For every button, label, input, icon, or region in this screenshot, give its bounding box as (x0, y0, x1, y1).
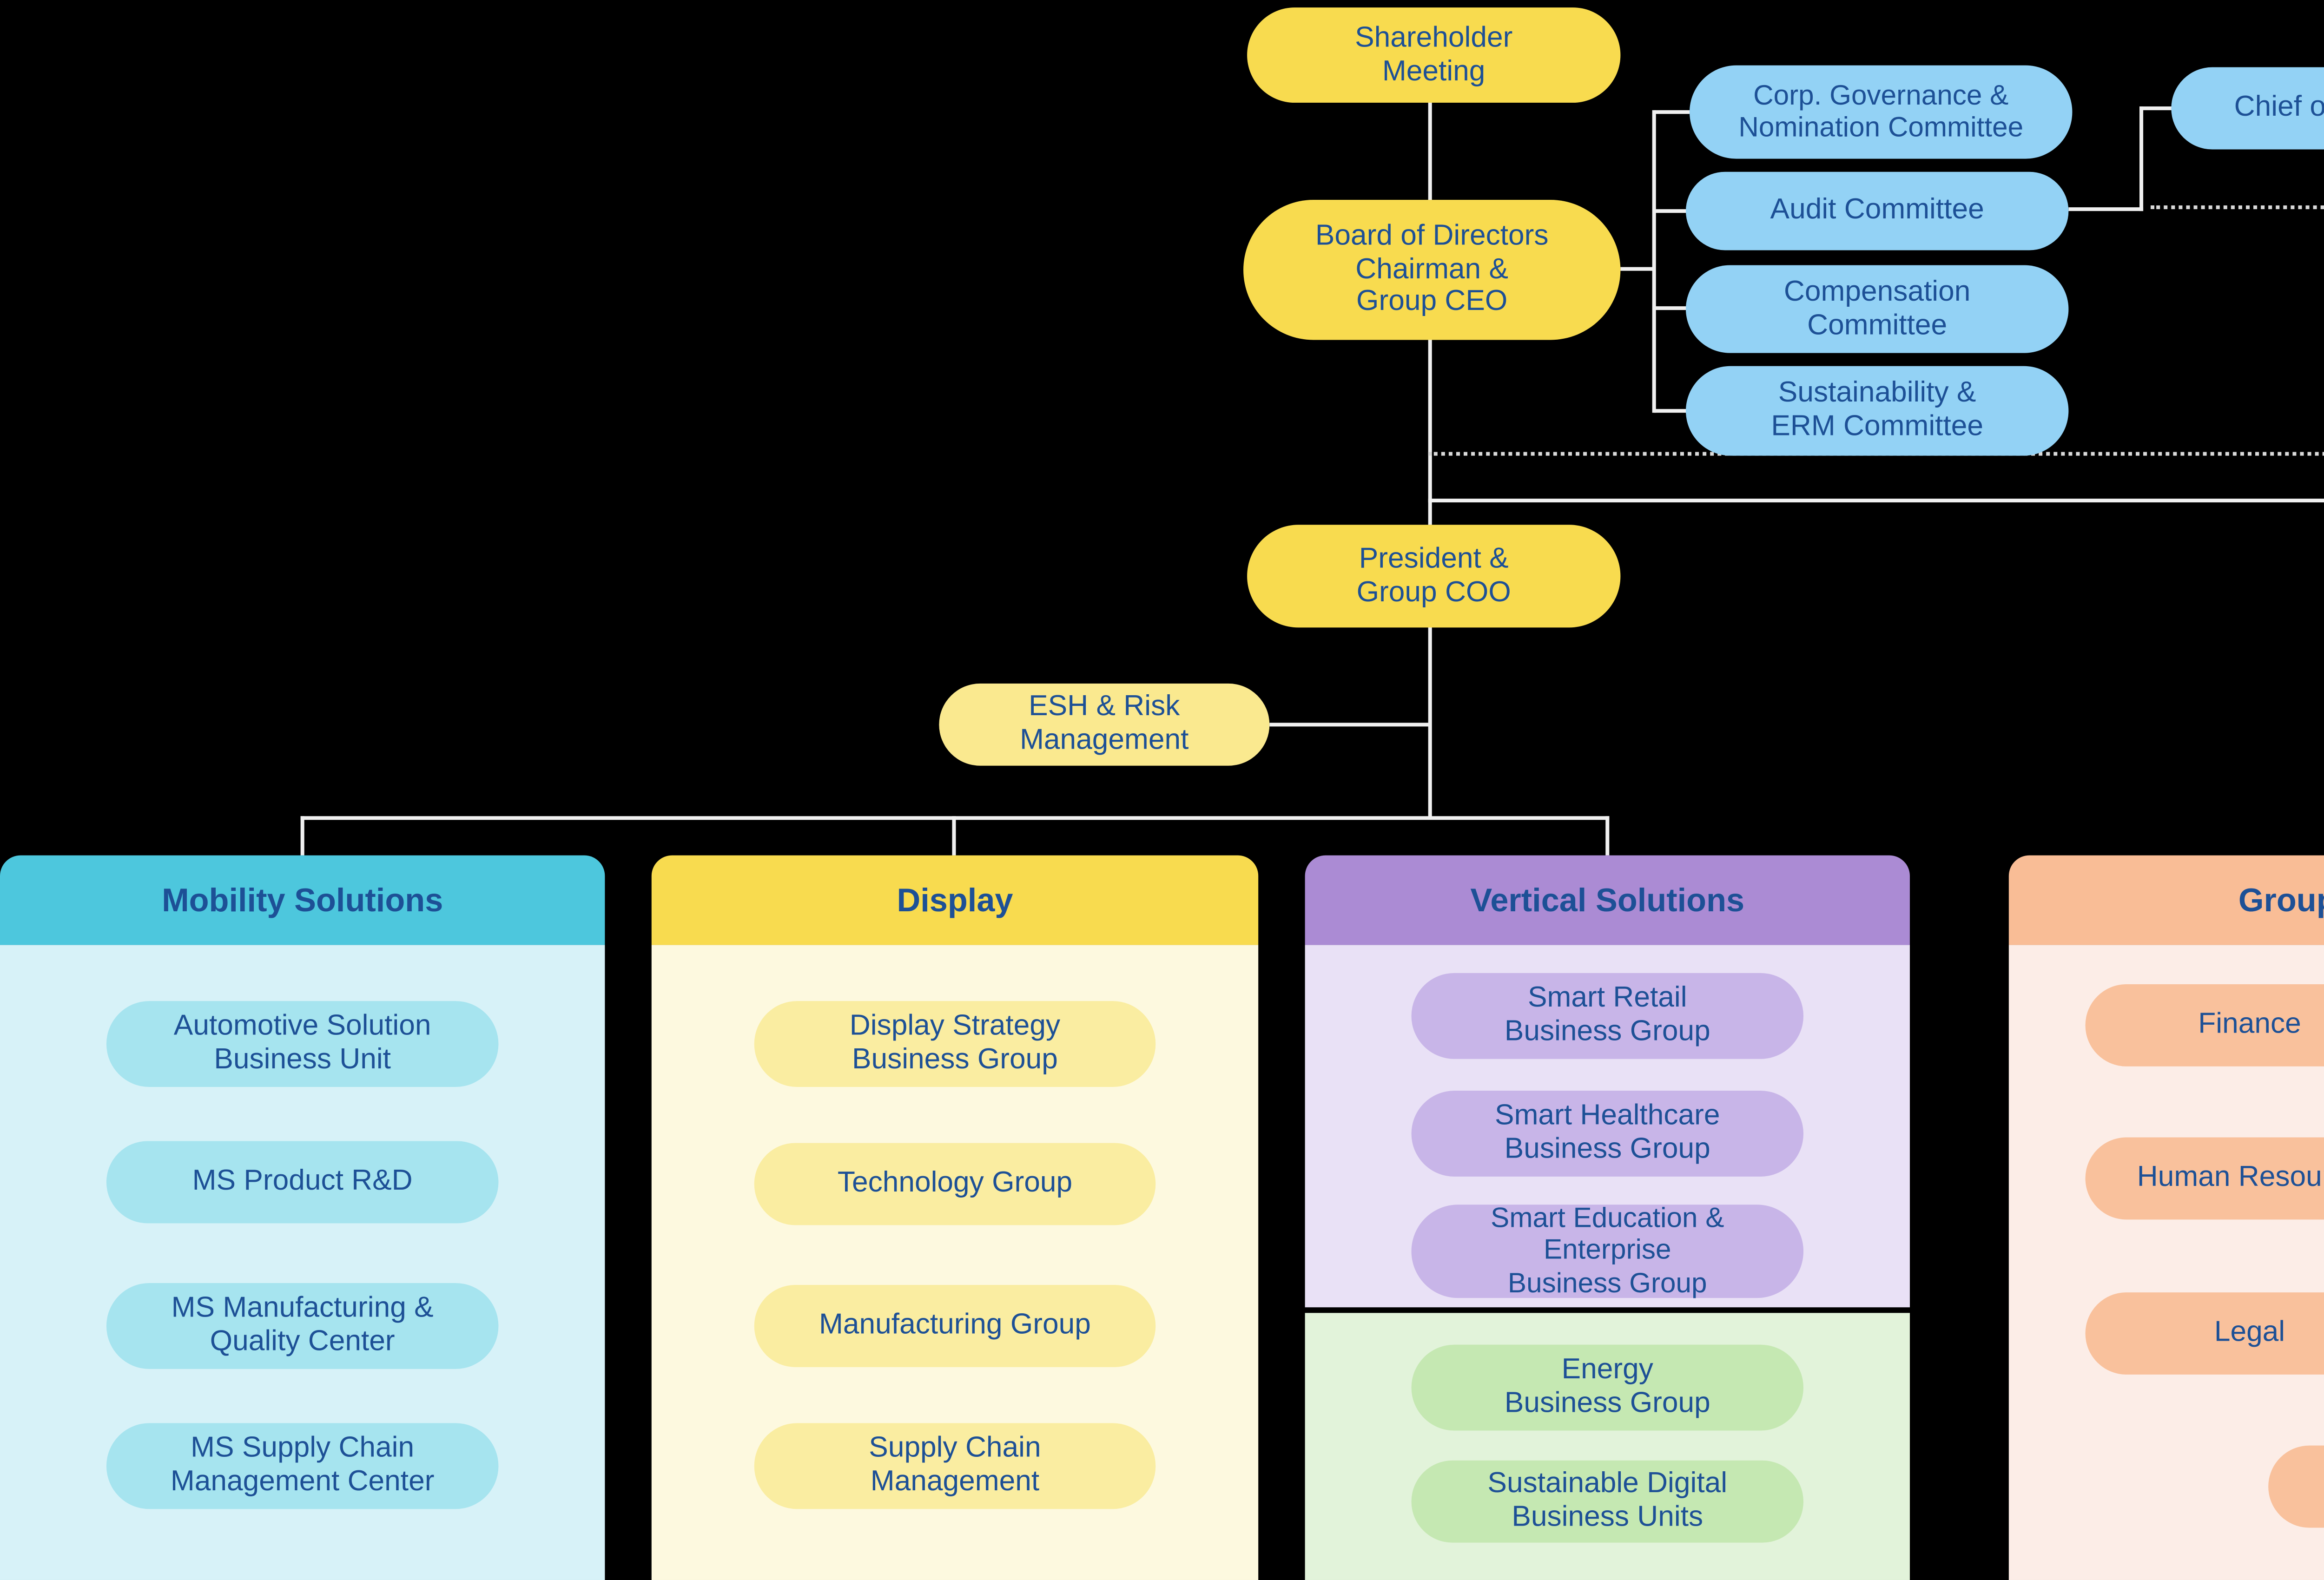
connector-to-chief-compliance (2139, 106, 2173, 111)
connector-shareholder-board (1428, 101, 1432, 202)
connector-to-mobility (300, 816, 304, 856)
connector-president-down (1428, 625, 1432, 818)
connector-to-display (952, 816, 956, 856)
unit-technology-group: Technology Group (754, 1143, 1156, 1225)
division-title-mobility: Mobility Solutions (0, 855, 605, 945)
unit-ms-supply-chain: MS Supply Chain Management Center (106, 1423, 499, 1509)
node-board-of-directors: Board of Directors Chairman & Group CEO (1243, 200, 1621, 340)
node-governance-committee: Corp. Governance & Nomination Committee (1690, 65, 2073, 159)
node-audit-committee: Audit Committee (1685, 171, 2069, 250)
division-body-infrastructure: Finance Digital Technology Human Resourc… (2008, 945, 2324, 1580)
division-title-display: Display (651, 855, 1259, 945)
connector-board-bracket (1620, 267, 1654, 271)
connector-to-infrastructure-h (1428, 499, 2324, 503)
unit-legal: Legal (2085, 1292, 2324, 1375)
unit-auditing: Auditing (2268, 1445, 2324, 1528)
unit-ms-manufacturing: MS Manufacturing & Quality Center (106, 1283, 499, 1369)
connector-board-president (1428, 338, 1432, 525)
division-vertical-green-section: Energy Business Group Sustainable Digita… (1305, 1313, 1910, 1580)
node-president-group-coo: President & Group COO (1247, 525, 1621, 628)
unit-supply-chain-management: Supply Chain Management (754, 1423, 1156, 1509)
connector-audit-compliance-h (2068, 207, 2144, 211)
connector-to-vertical (1605, 816, 1610, 856)
division-group-infrastructure: Group Infrastructure Unit Finance Digita… (2008, 855, 2324, 1580)
node-compensation-committee: Compensation Committee (1685, 265, 2069, 353)
connector-to-compensation-committee (1654, 306, 1688, 310)
connector-committee-bracket (1652, 110, 1656, 413)
connector-esh (1269, 723, 1430, 727)
unit-energy-business-group: Energy Business Group (1411, 1344, 1804, 1431)
division-title-vertical: Vertical Solutions (1305, 855, 1910, 945)
dotted-connector-audit-right-edge (2151, 205, 2324, 210)
node-chief-of-compliance: Chief of Compliance (2171, 67, 2324, 150)
node-shareholder-meeting: Shareholder Meeting (1247, 7, 1621, 103)
division-body-display: Display Strategy Business Group Technolo… (651, 945, 1259, 1580)
node-sustainability-erm-committee: Sustainability & ERM Committee (1685, 366, 2069, 456)
unit-human-resource: Human Resource (2085, 1137, 2324, 1220)
division-body-vertical: Smart Retail Business Group Smart Health… (1305, 945, 1910, 1308)
connector-to-sustainability-committee (1654, 409, 1688, 413)
unit-smart-healthcare: Smart Healthcare Business Group (1411, 1091, 1804, 1177)
division-mobility-solutions: Mobility Solutions Automotive Solution B… (0, 855, 605, 1580)
division-display: Display Display Strategy Business Group … (651, 855, 1259, 1580)
unit-display-strategy: Display Strategy Business Group (754, 1001, 1156, 1087)
unit-ms-product-rd: MS Product R&D (106, 1141, 499, 1224)
connector-to-audit-committee (1654, 209, 1688, 213)
division-vertical-solutions: Vertical Solutions Smart Retail Business… (1305, 855, 1910, 1308)
unit-automotive-solution: Automotive Solution Business Unit (106, 1001, 499, 1087)
division-title-infrastructure: Group Infrastructure Unit (2008, 855, 2324, 945)
unit-manufacturing-group: Manufacturing Group (754, 1285, 1156, 1367)
unit-finance: Finance (2085, 984, 2324, 1066)
connector-to-governance-committee (1654, 110, 1690, 114)
unit-smart-education: Smart Education & Enterprise Business Gr… (1411, 1203, 1804, 1299)
division-body-mobility: Automotive Solution Business Unit MS Pro… (0, 945, 605, 1580)
unit-sustainable-digital: Sustainable Digital Business Units (1411, 1460, 1804, 1543)
unit-smart-retail: Smart Retail Business Group (1411, 973, 1804, 1059)
node-esh-risk-management: ESH & Risk Management (939, 683, 1270, 766)
connector-audit-compliance-v (2139, 106, 2144, 211)
